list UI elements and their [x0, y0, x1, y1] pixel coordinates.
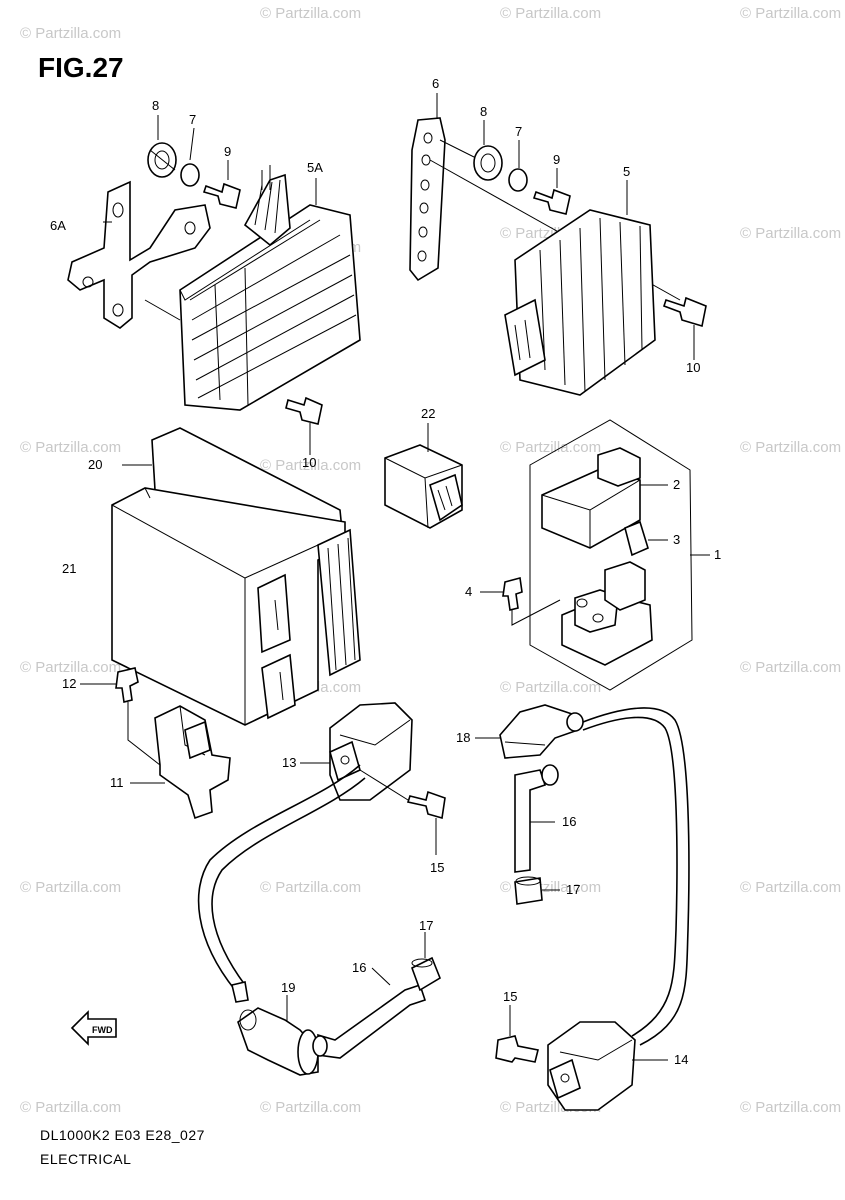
starter-relay-base [561, 561, 653, 666]
watermark-text: © Partzilla.com [500, 679, 601, 696]
watermark-text: © Partzilla.com [740, 225, 841, 242]
callout-7: 7 [189, 112, 196, 127]
callout-17: 17 [419, 918, 433, 933]
watermark-text: © Partzilla.com [260, 5, 361, 22]
callout-12: 12 [62, 676, 76, 691]
callout-22: 22 [421, 406, 435, 421]
relay-2 [541, 447, 668, 549]
grommet-8-left [147, 142, 177, 178]
callout-16: 16 [352, 960, 366, 975]
callout-8: 8 [152, 98, 159, 113]
watermark-text: © Partzilla.com [500, 439, 601, 456]
callout-labels: 8 7 9 5A 6A 6 8 7 9 5 10 10 22 20 21 2 3… [50, 76, 721, 1067]
regulator-5 [504, 209, 656, 396]
callout-19: 19 [281, 980, 295, 995]
watermark-text: © Partzilla.com [20, 25, 121, 42]
watermark-text: © Partzilla.com [740, 439, 841, 456]
fwd-label: FWD [92, 1025, 113, 1035]
cord-16-lower [312, 967, 427, 1059]
cord-16-upper [514, 764, 559, 873]
diagram-code: DL1000K2 E03 E28_027 [40, 1127, 205, 1143]
starter-relay-assembly-1 [529, 419, 710, 691]
ignition-coil-14 [547, 1021, 668, 1111]
ecu-21 [111, 487, 361, 726]
callout-3: 3 [673, 532, 680, 547]
callout-15: 15 [430, 860, 444, 875]
callout-15: 15 [503, 989, 517, 1004]
bolt-15-lower [495, 1005, 539, 1063]
sensor-11 [130, 705, 231, 820]
callout-5a: 5A [307, 160, 323, 175]
bolt-9-right [532, 188, 571, 215]
bracket-6 [409, 117, 681, 301]
bracket-6a [67, 180, 211, 329]
watermark-text: © Partzilla.com [20, 659, 121, 676]
high-tension-cord-left [197, 764, 366, 1003]
callout-6a: 6A [50, 218, 66, 233]
high-tension-cord-right [582, 707, 690, 1046]
ecu-20 [122, 427, 343, 532]
fuse-3 [624, 520, 668, 557]
regulator-5a [144, 165, 361, 411]
callout-11: 11 [110, 775, 124, 790]
cap-17-lower [411, 932, 441, 992]
callout-18: 18 [456, 730, 470, 745]
fwd-arrow-icon: FWD [70, 1010, 117, 1046]
callout-20: 20 [88, 457, 102, 472]
figure-title: FIG.27 [38, 52, 124, 83]
callout-21: 21 [62, 561, 76, 576]
callout-7: 7 [515, 124, 522, 139]
callout-6: 6 [432, 76, 439, 91]
callout-17: 17 [566, 882, 580, 897]
grommet-8-right [473, 145, 503, 181]
callout-16: 16 [562, 814, 576, 829]
plug-cap-18 [475, 704, 584, 759]
callout-10: 10 [686, 360, 700, 375]
plug-cap-19 [237, 995, 319, 1076]
watermark-text: © Partzilla.com [740, 659, 841, 676]
bolt-15-middle [406, 790, 446, 855]
watermark-text: © Partzilla.com [20, 879, 121, 896]
screw-4 [480, 576, 561, 626]
cap-17-upper [514, 876, 560, 905]
collar-7-right [508, 168, 528, 192]
watermark-text: © Partzilla.com [260, 457, 361, 474]
callout-1: 1 [714, 547, 721, 562]
relay-22 [384, 423, 463, 529]
collar-7-left [180, 163, 200, 187]
watermark-text: © Partzilla.com [740, 1099, 841, 1116]
section-title: ELECTRICAL [40, 1151, 132, 1167]
watermark-text: © Partzilla.com [740, 5, 841, 22]
watermark-text: © Partzilla.com [740, 879, 841, 896]
callout-13: 13 [282, 755, 296, 770]
callout-10: 10 [302, 455, 316, 470]
bolt-9-left [202, 182, 241, 209]
callout-14: 14 [674, 1052, 688, 1067]
callout-5: 5 [623, 164, 630, 179]
callout-2: 2 [673, 477, 680, 492]
callout-4: 4 [465, 584, 472, 599]
bolt-10-left [285, 396, 323, 455]
watermark-text: © Partzilla.com [20, 439, 121, 456]
watermark-text: © Partzilla.com [260, 1099, 361, 1116]
callout-8: 8 [480, 104, 487, 119]
watermark-text: © Partzilla.com [500, 5, 601, 22]
callout-9: 9 [224, 144, 231, 159]
watermark-text: © Partzilla.com [20, 1099, 121, 1116]
leader-lines [157, 93, 628, 215]
callout-9: 9 [553, 152, 560, 167]
bolt-10-right [662, 296, 707, 360]
watermark-text: © Partzilla.com [260, 879, 361, 896]
screw-12 [80, 667, 161, 766]
